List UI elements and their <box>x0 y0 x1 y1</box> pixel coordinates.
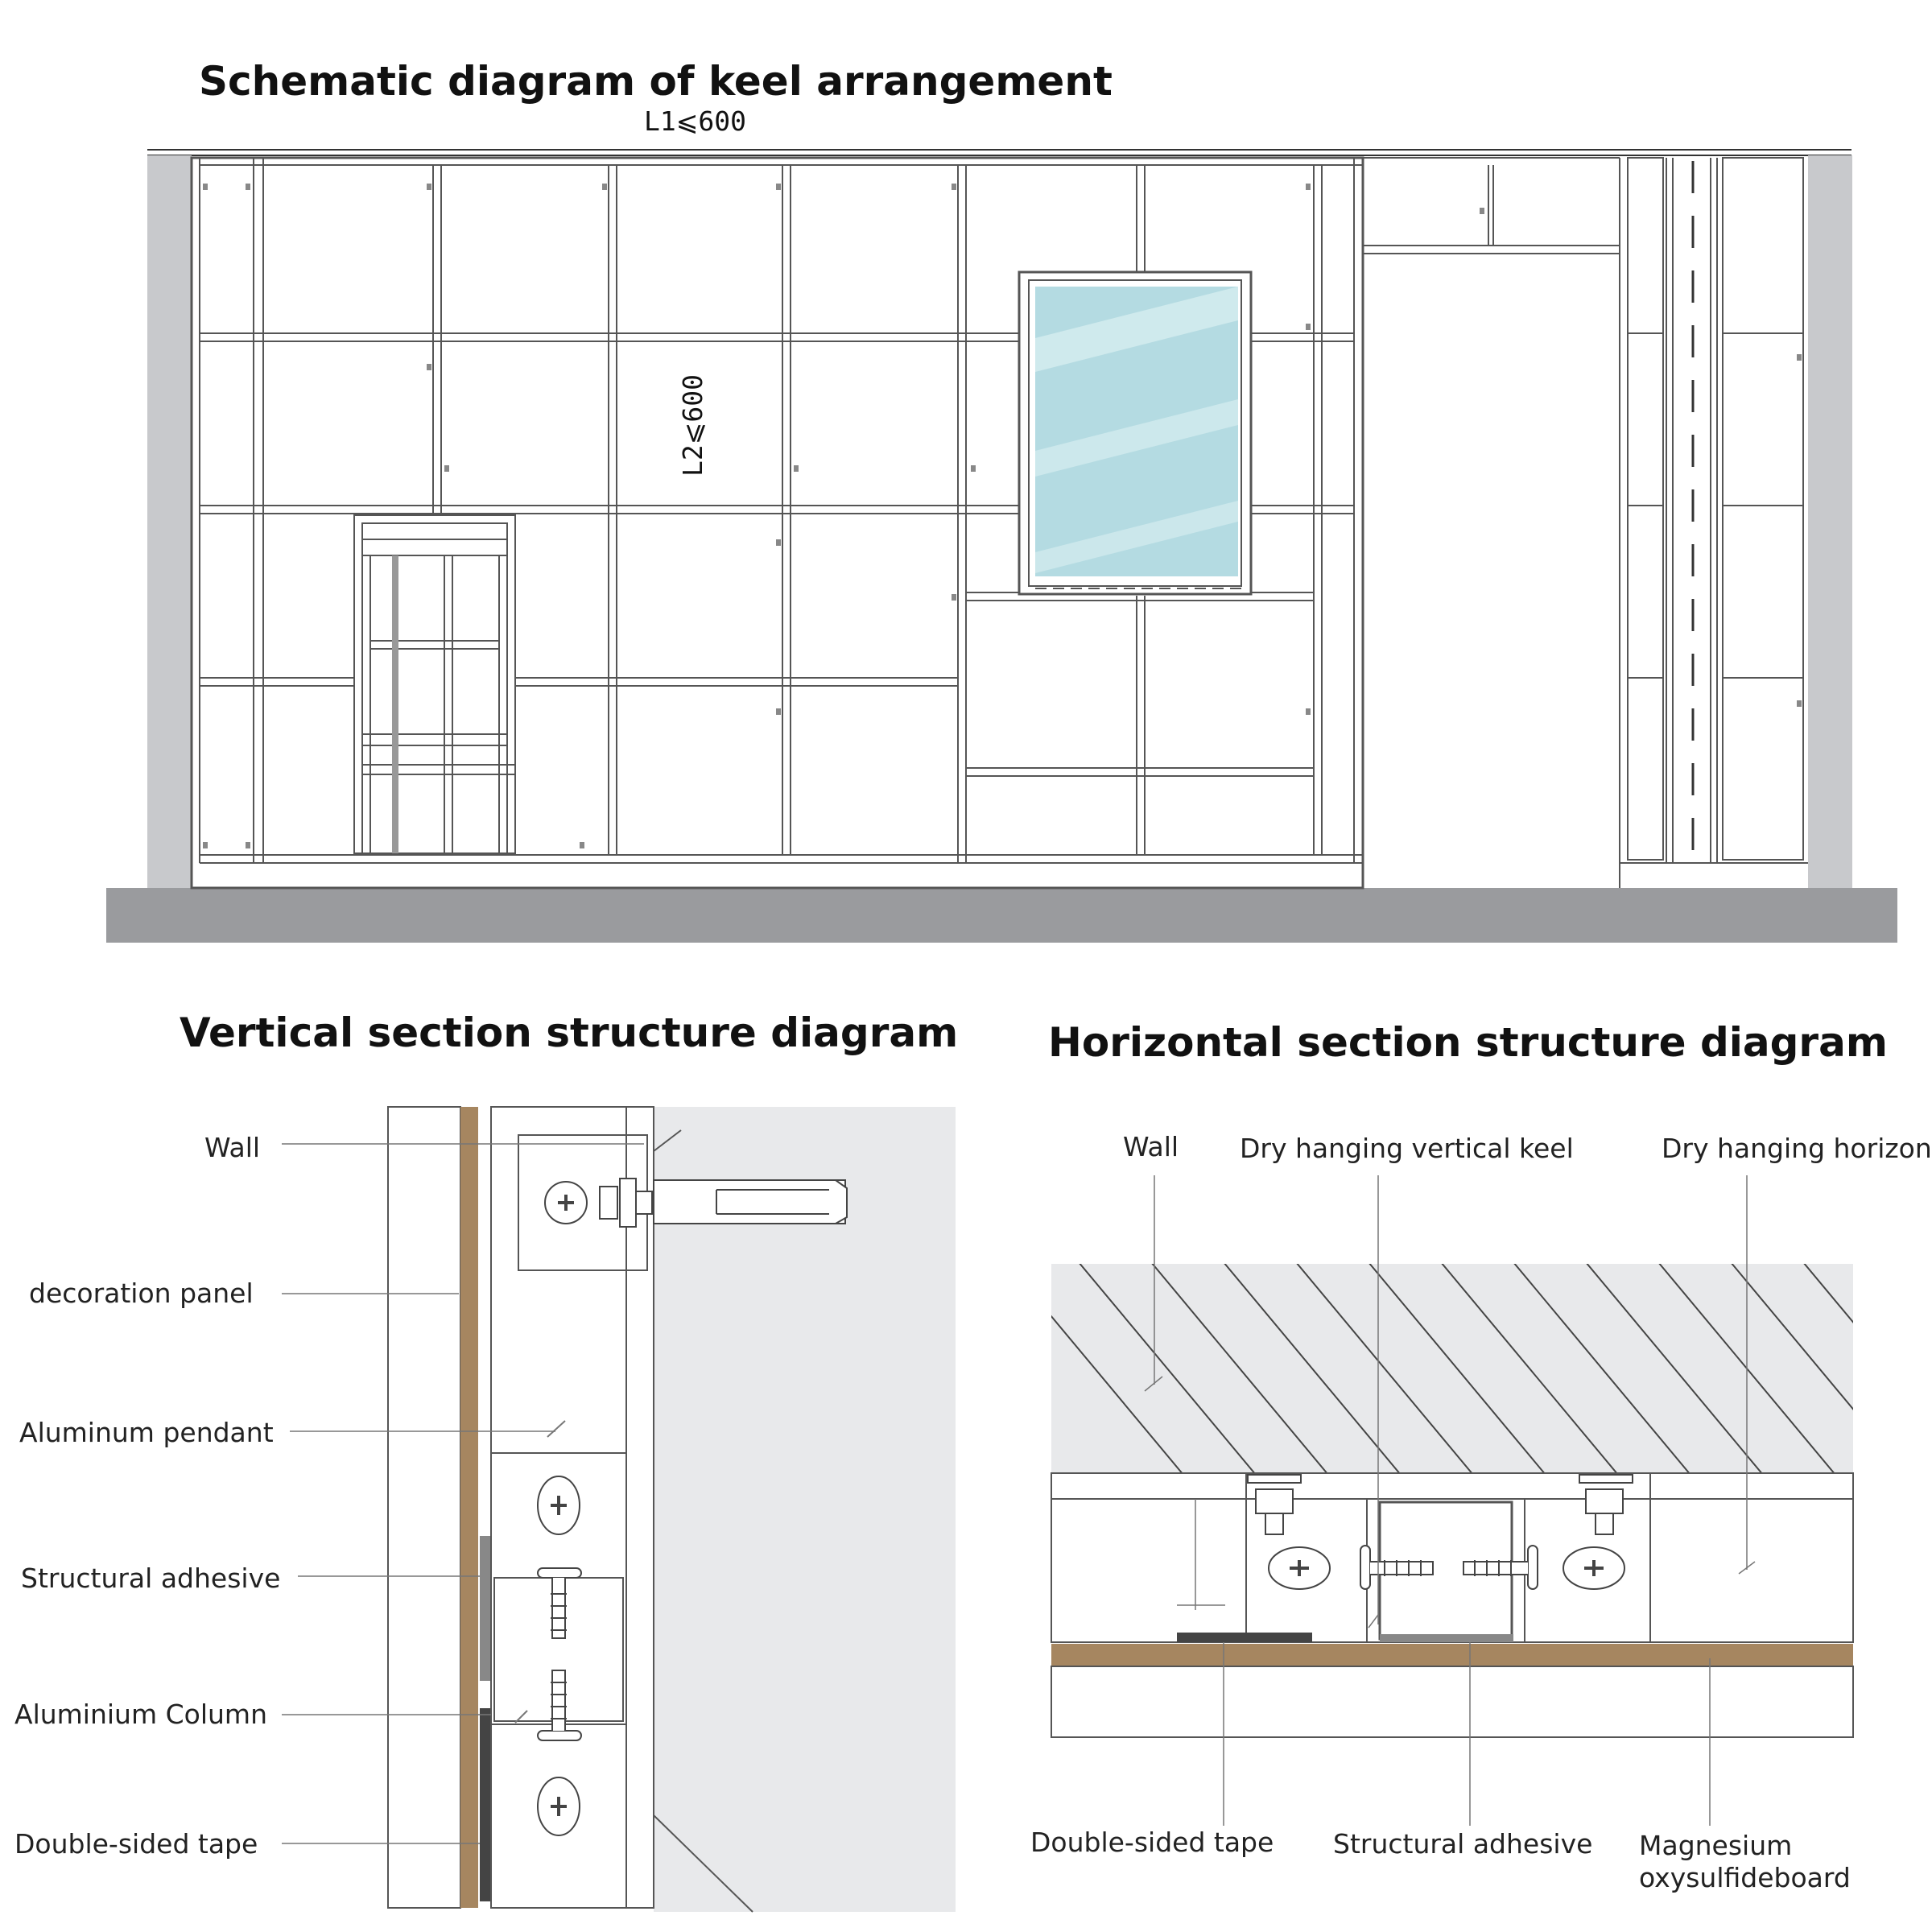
vertical-anchor-bolt <box>544 1178 848 1228</box>
horizontal-label-tape: Double-sided tape <box>1030 1827 1274 1858</box>
vertical-label-pendant: Aluminum pendant <box>19 1417 274 1448</box>
vertical-structural-adhesive <box>480 1536 491 1681</box>
access-opening-post <box>392 555 398 853</box>
vertical-section-diagram: Vertical section structure diagram <box>14 1009 958 1913</box>
horizontal-label-board-line1: Magnesium <box>1639 1830 1792 1861</box>
l1-dimension: L1⩽600 <box>644 105 746 137</box>
horizontal-section-diagram: Horizontal section structure diagram <box>1030 1019 1932 1893</box>
vertical-label-wall: Wall <box>204 1132 260 1163</box>
vertical-wall <box>654 1107 956 1912</box>
vertical-label-tape: Double-sided tape <box>14 1828 258 1860</box>
wall-hatching <box>1051 1264 1853 1473</box>
vertical-wood-layer <box>460 1107 478 1908</box>
door-opening <box>1362 157 1620 888</box>
keel-clips <box>203 184 1802 848</box>
vertical-leaders <box>282 1143 644 1844</box>
right-keel-frame <box>1619 157 1808 864</box>
horizontal-label-hkeel: Dry hanging horizontal keel <box>1662 1133 1932 1164</box>
vertical-decoration-panel <box>387 1106 461 1909</box>
keel-title: Schematic diagram of keel arrangement <box>199 58 1113 105</box>
horizontal-bolts <box>1247 1474 1633 1590</box>
vertical-title: Vertical section structure diagram <box>180 1009 958 1056</box>
horizontal-wall <box>1051 1264 1853 1473</box>
left-wall <box>147 155 192 888</box>
l2-dimension: L2⩽600 <box>677 374 708 477</box>
horizontal-label-vkeel: Dry hanging vertical keel <box>1240 1133 1574 1164</box>
vertical-keels <box>199 158 1355 863</box>
horizontal-title: Horizontal section structure diagram <box>1048 1019 1888 1066</box>
vertical-label-adhesive: Structural adhesive <box>21 1563 280 1594</box>
horizontal-structural-adhesive <box>1380 1634 1513 1642</box>
window <box>1018 270 1253 596</box>
horizontal-double-sided-tape <box>1177 1633 1312 1642</box>
horizontal-label-adhesive: Structural adhesive <box>1333 1828 1592 1860</box>
right-wall <box>1808 155 1852 888</box>
horizontal-label-board-line2: oxysulfideboard <box>1639 1862 1851 1893</box>
vertical-label-panel: decoration panel <box>29 1278 254 1309</box>
keel-arrangement-diagram: Schematic diagram of keel arrangement L1… <box>106 58 1897 943</box>
horizontal-wood-layer <box>1051 1644 1853 1666</box>
floor <box>106 888 1897 943</box>
horizontal-label-wall: Wall <box>1123 1131 1179 1162</box>
vertical-label-column: Aluminium Column <box>14 1699 267 1730</box>
horizontal-leaders <box>1144 1175 1756 1826</box>
vertical-screws <box>537 1476 582 1836</box>
horizontal-magnesium-board <box>1051 1666 1854 1738</box>
vertical-double-sided-tape <box>480 1708 491 1901</box>
horizontal-keels <box>200 332 1354 777</box>
access-opening-frame <box>353 514 516 854</box>
